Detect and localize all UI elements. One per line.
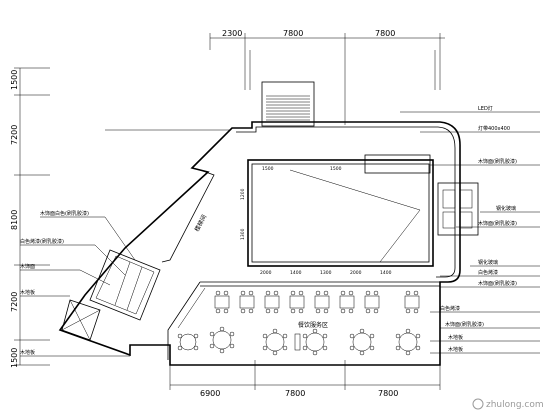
atrium-bottom-dim-1: 2000 <box>260 270 272 276</box>
right-label-8: 木饰面(刷乳胶漆) <box>478 280 517 287</box>
dining-tables-row-1 <box>214 290 420 314</box>
bottom-dim-3: 7800 <box>378 389 398 398</box>
round-tables <box>177 326 421 356</box>
west-wall <box>161 169 215 263</box>
left-dim-4: 7200 <box>10 292 19 312</box>
atrium-left-dim-2: 1300 <box>240 228 246 240</box>
right-label-9: 白色烤漆 <box>440 305 460 312</box>
right-label-1: LED灯 <box>478 105 493 112</box>
left-dim-1: 1500 <box>10 70 19 90</box>
atrium-bottom-dim-4: 2000 <box>350 270 362 276</box>
left-annotations: 木饰面白色(刷乳胶漆) 白色烤漆(刷乳胶漆) 木饰面 木地板 木地板 <box>20 210 136 357</box>
right-label-4: 钢化玻璃 <box>496 205 516 212</box>
right-label-7: 白色烤漆 <box>478 269 498 276</box>
right-label-10: 木饰面(刷乳胶漆) <box>445 321 484 328</box>
watermark: zhulong.com <box>472 398 544 410</box>
bottom-dimension-line: 6900 7800 7800 <box>169 360 441 398</box>
dining-area <box>167 281 440 360</box>
dining-room-label: 餐饮服务区 <box>298 321 328 329</box>
stair-well <box>261 81 315 127</box>
bottom-dim-1: 6900 <box>200 389 220 398</box>
right-label-12: 木地板 <box>448 346 463 353</box>
left-label-5: 木地板 <box>20 349 35 356</box>
outer-wall <box>58 121 461 366</box>
atrium-left-dim-1: 1200 <box>240 188 246 200</box>
left-dimension-line: 1500 7200 8100 7200 1500 <box>10 67 50 368</box>
watermark-text: zhulong.com <box>486 400 544 410</box>
top-dimension-line: 2300 7800 7800 <box>209 29 445 50</box>
top-dim-1: 2300 <box>222 29 242 38</box>
column-markers-top <box>244 50 441 125</box>
atrium-top-dim-1: 1500 <box>262 166 274 172</box>
right-label-11: 木地板 <box>448 334 463 341</box>
right-annotations: LED灯 灯带400x400 木饰面(刷乳胶漆) 钢化玻璃 木饰面(刷乳胶漆) … <box>400 105 540 354</box>
right-label-3: 木饰面(刷乳胶漆) <box>478 158 517 165</box>
right-label-2: 灯带400x400 <box>478 125 510 132</box>
top-dim-3: 7800 <box>375 29 395 38</box>
left-label-2: 白色烤漆(刷乳胶漆) <box>20 238 64 245</box>
left-label-1: 木饰面白色(刷乳胶漆) <box>40 210 89 217</box>
central-atrium: 1500 1500 1200 1300 2000 1400 1300 2000 … <box>240 159 434 276</box>
atrium-top-dim-2: 1500 <box>330 166 342 172</box>
service-block <box>364 154 479 236</box>
stair-label: 楼梯间 <box>193 213 209 233</box>
escalator-block <box>61 249 161 341</box>
left-label-4: 木地板 <box>20 289 35 296</box>
atrium-bottom-dim-3: 1300 <box>320 270 332 276</box>
bottom-dim-2: 7800 <box>285 389 305 398</box>
left-dim-2: 7200 <box>10 125 19 145</box>
left-dim-3: 8100 <box>10 210 19 230</box>
top-dim-2: 7800 <box>283 29 303 38</box>
left-dim-5: 1500 <box>10 348 19 368</box>
atrium-bottom-dim-5: 1400 <box>380 270 392 276</box>
left-label-3: 木饰面 <box>20 263 35 270</box>
atrium-bottom-dim-2: 1400 <box>290 270 302 276</box>
right-label-5: 木饰面(刷乳胶漆) <box>478 220 517 227</box>
inner-wall <box>236 126 456 278</box>
right-label-6: 钢化玻璃 <box>478 259 498 266</box>
